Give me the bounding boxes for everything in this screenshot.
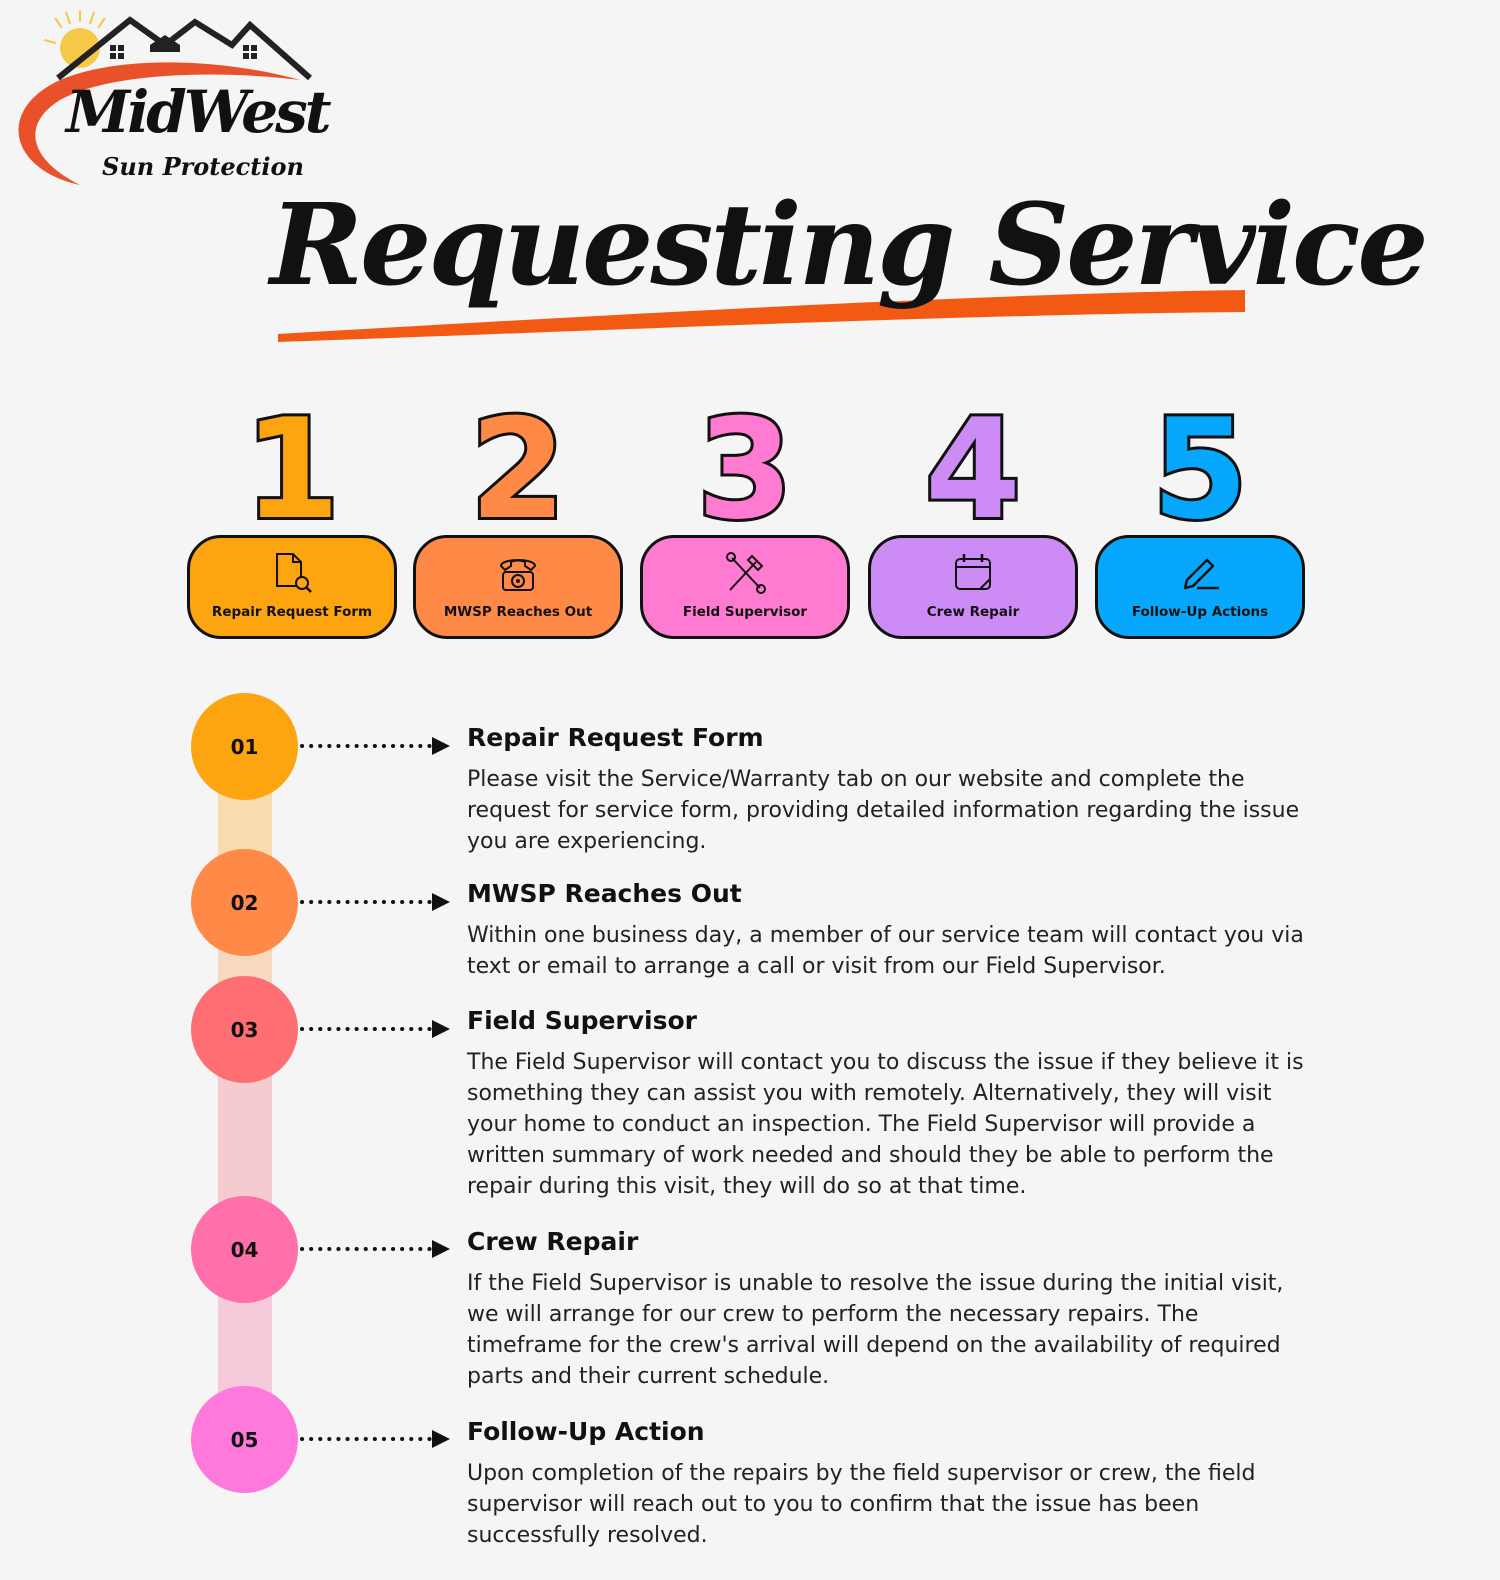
dotted-arrow-icon [298,1017,454,1041]
tools-icon [722,550,768,596]
dotted-arrow-icon [298,734,454,758]
timeline-title: MWSP Reaches Out [467,879,742,908]
timeline-description: Please visit the Service/Warranty tab on… [467,767,1300,854]
timeline-title: Field Supervisor [467,1006,698,1035]
step-box: MWSP Reaches Out [413,535,623,639]
step-number: 5 [1149,389,1251,550]
step-label: Field Supervisor [682,604,808,620]
telephone-icon [495,550,541,596]
dotted-arrow-icon [298,890,454,914]
timeline-description: Within one business day, a member of our… [467,923,1304,979]
timeline-step-badge: 03 [191,976,298,1083]
step-number: 3 [694,389,796,550]
timeline-detail: Crew Repair If the Field Supervisor is un… [467,1226,1312,1392]
title-underline [278,290,1245,342]
timeline-title: Repair Request Form [467,723,764,752]
logo-graphic [18,10,312,185]
timeline-step-badge: 04 [191,1196,298,1303]
company-logo: MidWest Sun Protection [0,0,332,195]
timeline-description: The Field Supervisor will contact you to… [467,1050,1304,1199]
dotted-arrow-icon [298,1427,454,1451]
step-box: Crew Repair [868,535,1078,639]
step-box: Repair Request Form [187,535,397,639]
pencil-icon [1177,550,1223,596]
house-roof-icon [56,16,312,81]
timeline-description: If the Field Supervisor is unable to res… [467,1271,1284,1389]
step-number: 1 [241,389,343,550]
timeline-title: Crew Repair [467,1227,639,1256]
document-search-icon [269,550,315,596]
timeline-title: Follow-Up Action [467,1417,705,1446]
page-title: Requesting Service [270,180,1429,311]
sun-icon [43,10,106,68]
timeline-step-badge: 01 [191,693,298,800]
step-label: Repair Request Form [211,604,373,620]
timeline-description: Upon completion of the repairs by the fi… [467,1461,1256,1548]
step-number: 2 [467,389,569,550]
timeline-step-badge: 02 [191,849,298,956]
step-label: Follow-Up Actions [1131,604,1269,620]
step-label: MWSP Reaches Out [443,604,593,620]
title-block: Requesting Service [270,172,1429,347]
step-box: Follow-Up Actions [1095,535,1305,639]
step-box: Field Supervisor [640,535,850,639]
timeline-step-badge: 05 [191,1386,298,1493]
swoosh-icon [18,62,300,185]
logo-tagline: Sun Protection [102,152,304,181]
step-label: Crew Repair [926,604,1020,620]
step-number: 4 [922,389,1024,550]
logo-brand-text: MidWest [66,78,332,146]
dotted-arrow-icon [298,1237,454,1261]
calendar-icon [950,550,996,596]
